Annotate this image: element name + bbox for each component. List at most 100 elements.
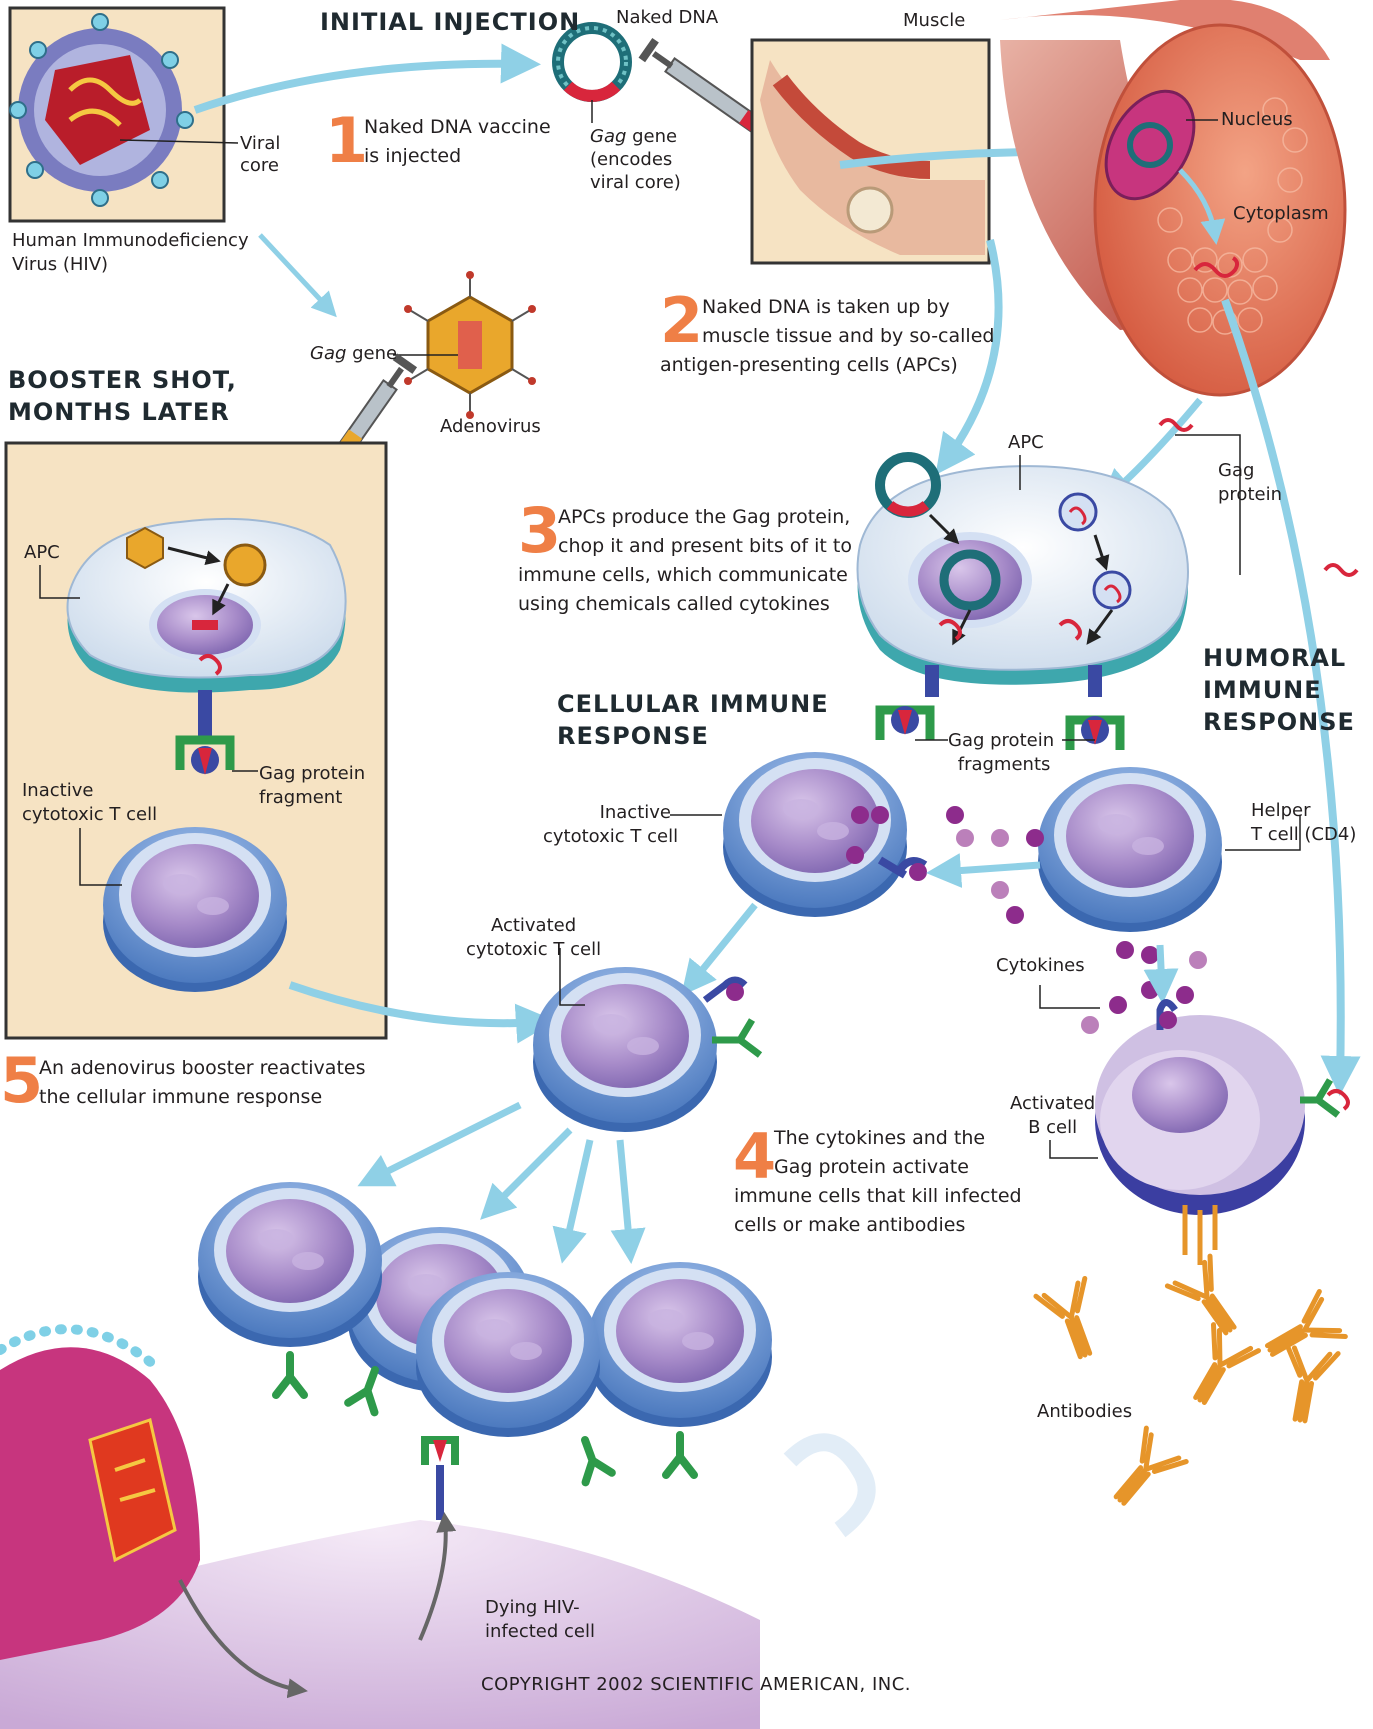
inactive-tcell-mid [723, 752, 907, 917]
arrow-clone-1 [370, 1105, 520, 1180]
label-gag-gene-encodes: Gag gene (encodes viral core) [590, 125, 681, 194]
heading-humoral-line-1: HUMORAL [1203, 642, 1355, 674]
label-adeno-gene-word: gene [346, 343, 397, 364]
label-naked-dna: Naked DNA [616, 6, 718, 30]
label-inactive-tc-mid-line-2: cytotoxic T cell [543, 825, 671, 849]
label-gag-fragments-line-2: fragments [948, 753, 1054, 777]
label-helper-line-2: T cell (CD4) [1251, 823, 1356, 847]
step-4-text: The cytokines and the Gag protein activa… [734, 1124, 1022, 1240]
step-2-line-3: antigen-presenting cells (APCs) [660, 351, 994, 380]
label-viral-core: Viral core [240, 133, 280, 177]
label-inactive-tc-left-line-2: cytotoxic T cell [22, 803, 157, 827]
heading-cellular: CELLULAR IMMUNE RESPONSE [557, 688, 829, 752]
label-muscle: Muscle [903, 9, 965, 33]
arrow-clone-4 [620, 1140, 630, 1250]
label-gag-fragment-line-2: fragment [259, 786, 365, 810]
arrow-helper-to-bcell [1160, 945, 1162, 990]
label-activated-b-line-1: Activated [1010, 1092, 1095, 1116]
leader-cytokines [1040, 985, 1100, 1008]
label-apc-booster: APC [24, 541, 60, 565]
label-adenovirus: Adenovirus [440, 415, 541, 439]
label-gag-fragments-line-1: Gag protein [948, 729, 1054, 753]
heading-cellular-line-2: RESPONSE [557, 720, 829, 752]
label-activated-bcell: Activated B cell [1010, 1092, 1095, 1140]
clone-tcell-3 [416, 1272, 600, 1437]
leader-bcell [1050, 1140, 1098, 1158]
heading-booster-line-1: BOOSTER SHOT, [8, 364, 237, 396]
step-3-line-4: using chemicals called cytokines [518, 590, 852, 619]
label-gag-fragments: Gag protein fragments [948, 729, 1054, 777]
muscle-fiber-illustration [1000, 0, 1345, 395]
heading-booster-line-2: MONTHS LATER [8, 396, 237, 428]
heading-humoral-line-2: IMMUNE [1203, 674, 1355, 706]
activated-bcell [1095, 1003, 1348, 1266]
label-apc-main: APC [1008, 431, 1044, 455]
step-3-text: APCs produce the Gag protein, chop it an… [518, 503, 852, 619]
heading-humoral-line-3: RESPONSE [1203, 706, 1355, 738]
label-gag-italic: Gag [590, 126, 626, 147]
step-5-line-1: An adenovirus booster reactivates [39, 1054, 365, 1083]
arrow-hiv-to-adenovirus [260, 235, 330, 310]
step-3-line-2: chop it and present bits of it to [518, 532, 852, 561]
label-gag-fragment-line-1: Gag protein [259, 762, 365, 786]
label-activated-tc-line-1: Activated [466, 914, 601, 938]
label-dying-line-2: infected cell [485, 1620, 595, 1644]
step-1-line-2: is injected [364, 142, 551, 171]
step-3-line-3: immune cells, which communicate [518, 561, 852, 590]
main-apc-cell [858, 457, 1189, 750]
label-inactive-tc-left-line-1: Inactive [22, 779, 157, 803]
label-cytokines: Cytokines [996, 954, 1085, 978]
label-inactive-tc-mid: Inactive cytotoxic T cell [543, 801, 671, 849]
label-hiv: Human Immunodeficiency Virus (HIV) [12, 229, 249, 277]
label-hiv-line-2: Virus (HIV) [12, 253, 249, 277]
step-1-line-1: Naked DNA vaccine [364, 113, 551, 142]
label-dying-line-1: Dying HIV- [485, 1596, 595, 1620]
label-adeno-gag-italic: Gag [310, 343, 346, 364]
label-activated-tcell: Activated cytotoxic T cell [466, 914, 601, 962]
label-dying-cell: Dying HIV- infected cell [485, 1596, 595, 1644]
label-cytoplasm: Cytoplasm [1233, 202, 1329, 226]
label-activated-b-line-2: B cell [1010, 1116, 1095, 1140]
label-viral-core-line-1: Viral [240, 133, 280, 155]
heading-initial-injection: INITIAL INJECTION [320, 6, 580, 38]
label-encodes-line-2: viral core) [590, 171, 681, 194]
heading-booster: BOOSTER SHOT, MONTHS LATER [8, 364, 237, 428]
label-hiv-line-1: Human Immunodeficiency [12, 229, 249, 253]
label-activated-tc-line-2: cytotoxic T cell [466, 938, 601, 962]
label-gag-protein-line-2: protein [1218, 483, 1282, 507]
arrow-clone-2 [490, 1130, 570, 1210]
arrow-mid-to-activated [690, 905, 755, 985]
step-1-text: Naked DNA vaccine is injected [364, 113, 551, 171]
label-gag-protein-line-1: Gag [1218, 459, 1282, 483]
step-2-text: Naked DNA is taken up by muscle tissue a… [660, 293, 994, 380]
booster-inactive-tcell [103, 827, 287, 992]
step-5-line-2: the cellular immune response [39, 1083, 365, 1112]
step-4-line-2: Gag protein activate [734, 1153, 1022, 1182]
label-helper-tcell: Helper T cell (CD4) [1251, 799, 1356, 847]
copyright-notice: COPYRIGHT 2002 SCIENTIFIC AMERICAN, INC. [481, 1674, 911, 1695]
label-nucleus: Nucleus [1221, 108, 1293, 132]
arrow-clone-3 [565, 1140, 590, 1250]
label-antibodies: Antibodies [1037, 1400, 1132, 1424]
label-helper-line-1: Helper [1251, 799, 1356, 823]
step-2-line-2: muscle tissue and by so-called [660, 322, 994, 351]
label-encodes-line-1: (encodes [590, 148, 681, 171]
helper-tcell [1038, 767, 1222, 932]
step-4-line-1: The cytokines and the [734, 1124, 1022, 1153]
naked-dna-plasmid-icon [558, 28, 626, 96]
heading-cellular-line-1: CELLULAR IMMUNE [557, 688, 829, 720]
antibody-icons [1036, 1256, 1345, 1517]
label-viral-core-line-2: core [240, 155, 280, 177]
arrow-helper-to-tcell [940, 865, 1040, 872]
label-gag-gene-line-1: Gag gene [590, 125, 681, 148]
label-inactive-tc-mid-line-1: Inactive [543, 801, 671, 825]
label-gene-word: gene [626, 126, 677, 147]
clone-tcell-1 [198, 1182, 382, 1347]
step-3-line-1: APCs produce the Gag protein, [518, 503, 852, 532]
label-inactive-tc-left: Inactive cytotoxic T cell [22, 779, 157, 827]
label-gag-fragment: Gag protein fragment [259, 762, 365, 810]
heading-humoral: HUMORAL IMMUNE RESPONSE [1203, 642, 1355, 738]
step-1-number: 1 [325, 110, 368, 172]
step-2-line-1: Naked DNA is taken up by [660, 293, 994, 322]
step-5-text: An adenovirus booster reactivates the ce… [39, 1054, 365, 1112]
